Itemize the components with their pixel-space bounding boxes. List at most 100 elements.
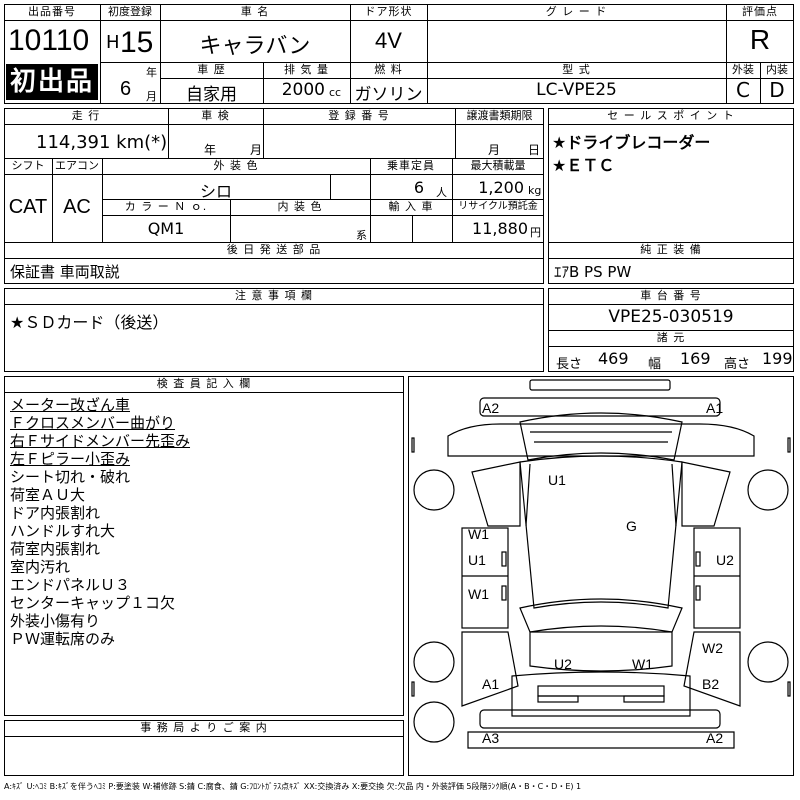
- capacity-value: 6: [413, 178, 424, 197]
- rating-label: 評価点: [742, 5, 778, 18]
- note-item: ドア内張割れ: [10, 504, 101, 522]
- note-item: 右Ｆサイドメンバー先歪み: [10, 432, 191, 450]
- dimensions-label: 諸 元: [656, 331, 686, 344]
- inspector-block: [4, 376, 404, 716]
- inspection-year: 年: [204, 143, 217, 157]
- note-item: センターキャップ１コ欠: [10, 594, 176, 612]
- chassis-no-value: VPE25-030519: [608, 307, 734, 327]
- import-label: 輸 入 車: [388, 200, 434, 213]
- interior-grade-value: D: [769, 78, 785, 102]
- month-unit: 月: [146, 90, 157, 103]
- ext-color-value: シロ: [199, 182, 232, 201]
- door-value: 4V: [375, 28, 402, 53]
- displacement-label: 排 気 量: [284, 63, 329, 76]
- caution-value: ★ＳＤカード（後送）: [10, 313, 169, 332]
- fuel-value: ガソリン: [354, 85, 423, 105]
- max-load-label: 最大積載量: [470, 159, 526, 172]
- color-no-value: QM1: [147, 219, 185, 238]
- aircon-value: AC: [63, 196, 91, 218]
- shift-label: シフト: [11, 159, 45, 172]
- fuel-label: 燃 料: [374, 63, 403, 76]
- month-value: 6: [120, 78, 132, 100]
- mileage-value: 114,391 km(*): [36, 132, 168, 153]
- damage-mark: U1: [468, 552, 486, 568]
- note-item: 左Ｆピラー小歪み: [10, 450, 131, 468]
- damage-mark: U1: [548, 472, 566, 488]
- note-item: 室内汚れ: [10, 558, 71, 576]
- inspector-label: 検 査 員 記 入 欄: [156, 377, 252, 390]
- sales-point-1: ★ドライブレコーダー: [552, 133, 711, 152]
- later-parts-value: 保証書 車両取説: [10, 263, 120, 281]
- first-listing-badge: 初出品: [6, 64, 98, 100]
- note-item: 荷室内張割れ: [10, 540, 101, 558]
- int-color-label: 内 装 色: [277, 200, 323, 213]
- model-type-value: LC-VPE25: [536, 80, 617, 100]
- aircon-label: エアコン: [55, 159, 99, 172]
- note-item: ＰＷ運転席のみ: [10, 630, 116, 648]
- office-block: [4, 720, 404, 776]
- width-label: 幅: [648, 357, 662, 372]
- length-label: 長さ: [556, 357, 583, 372]
- damage-mark: A1: [706, 400, 724, 416]
- damage-mark: W1: [468, 586, 489, 602]
- displacement-value: 2000: [281, 80, 325, 100]
- car-name-label: 車 名: [240, 5, 270, 18]
- damage-mark: A2: [706, 730, 724, 746]
- rating-value: R: [749, 24, 771, 55]
- mileage-label: 走 行: [71, 109, 101, 122]
- damage-mark: U2: [716, 552, 734, 568]
- caution-block: [4, 288, 544, 372]
- ext-color-label: 外 装 色: [213, 159, 259, 172]
- damage-mark: W1: [468, 526, 489, 542]
- door-label: ドア形状: [364, 5, 413, 18]
- kei-unit: 系: [356, 229, 367, 242]
- transfer-day: 日: [528, 143, 541, 157]
- lot-number: 10110: [8, 24, 90, 57]
- damage-mark: B2: [702, 676, 720, 692]
- transfer-label: 譲渡書類期限: [466, 109, 533, 122]
- equipment-value: ｴｱB PS PW: [554, 263, 632, 281]
- transfer-month: 月: [488, 143, 501, 157]
- grade-label: グ レ ー ド: [545, 5, 608, 18]
- damage-mark: U2: [554, 656, 572, 672]
- sales-point-label: セ ー ル ス ポ イ ン ト: [607, 109, 735, 122]
- note-item: 荷室ＡＵ大: [10, 486, 86, 504]
- damage-mark: A1: [482, 676, 500, 692]
- car-name-value: キャラバン: [199, 34, 311, 59]
- year-value: 15: [120, 26, 154, 59]
- color-no-label: カ ラ ー Ｎ ｏ.: [124, 200, 208, 213]
- vehicle-outline-diagram: [411, 379, 791, 749]
- damage-mark: W2: [702, 640, 723, 656]
- damage-mark: W1: [632, 656, 653, 672]
- note-item: シート切れ・破れ: [10, 468, 131, 486]
- yen-unit: 円: [530, 226, 541, 239]
- length-value: 469: [598, 349, 629, 368]
- note-item: メーター改ざん車: [10, 396, 131, 414]
- history-label: 車 歴: [197, 63, 226, 76]
- damage-mark: A3: [482, 730, 500, 746]
- note-item: 外装小傷有り: [10, 612, 101, 630]
- shift-value: CAT: [8, 196, 48, 218]
- exterior-grade-label: 外装: [732, 63, 754, 76]
- inspection-month: 月: [250, 143, 263, 157]
- damage-mark: G: [626, 518, 637, 534]
- era-value: H: [106, 32, 120, 53]
- recycle-value: 11,880: [472, 219, 528, 238]
- height-value: 199: [762, 349, 793, 368]
- first-reg-label: 初度登録: [108, 5, 152, 18]
- history-value: 自家用: [186, 85, 237, 105]
- legend-text: A:ｷｽﾞ U:ﾍｺﾐ B:ｷｽﾞを伴うﾍｺﾐ P:要塗装 W:補修跡 S:錆 …: [4, 782, 582, 791]
- vehicle-info-block: [4, 108, 544, 284]
- note-item: ハンドルすれ大: [10, 522, 116, 540]
- kg-unit: kg: [528, 184, 542, 197]
- interior-grade-label: 内装: [766, 63, 788, 76]
- later-parts-label: 後 日 発 送 部 品: [226, 243, 322, 256]
- year-unit: 年: [146, 66, 157, 79]
- reg-no-label: 登 録 番 号: [328, 109, 390, 122]
- equipment-label: 純 正 装 備: [640, 243, 702, 256]
- office-label: 事 務 局 よ り ご 案 内: [140, 721, 268, 734]
- note-item: Ｆクロスメンバー曲がり: [10, 414, 176, 432]
- model-type-label: 型 式: [562, 63, 591, 76]
- capacity-label: 乗車定員: [387, 159, 435, 172]
- recycle-label: リサイクル預託金: [458, 201, 538, 212]
